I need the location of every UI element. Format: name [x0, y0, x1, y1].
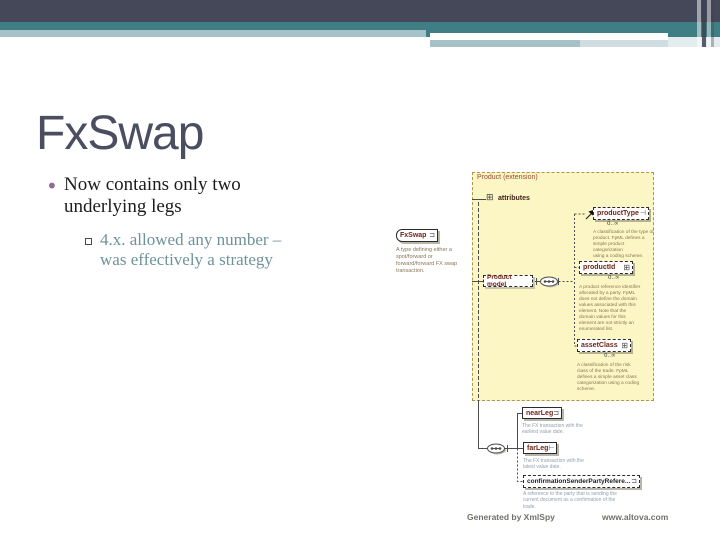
attributes-label: attributes: [498, 195, 530, 202]
asset-class-label: assetClass: [581, 342, 618, 349]
near-leg-annotation: The FX transaction with the earliest val…: [522, 423, 583, 436]
confirmation-sender-party-reference-box: confirmationSenderPartyRefere... ⊐: [523, 475, 640, 488]
far-leg-label: farLeg: [527, 444, 549, 452]
product-id-box: productId ⊞: [579, 261, 633, 274]
banner-stripe-2: [702, 0, 706, 47]
bullet-text: Now contains only two underlying legs: [64, 174, 241, 218]
banner-stripe-1: [697, 0, 701, 47]
seq-dot: [494, 447, 498, 450]
attributes-expand-icon: ⊞: [486, 193, 494, 203]
asset-class-occurrence: 0..∞: [604, 353, 616, 359]
seq2-oval-shadow: [489, 445, 506, 455]
banner-stripe-3: [707, 0, 711, 47]
product-model-label: Product model: [487, 274, 512, 288]
banner-bar-light-right: [430, 40, 580, 47]
banner-bar-lighter-right: [580, 40, 668, 47]
expand-plus-icon: ⊞: [621, 340, 628, 350]
type-indicator-icon: ⊣: [639, 209, 646, 217]
product-id-annotation: A product reference identifier allocated…: [579, 285, 641, 332]
far-leg-box: farLeg ⊢: [523, 442, 557, 454]
fxswap-type-label: FxSwap: [400, 232, 427, 239]
product-model-box: Product model: [483, 274, 533, 288]
expand-plus-icon: ⊞: [623, 262, 630, 272]
product-type-occurrence: 0..∞: [607, 221, 619, 227]
seq-dot: [498, 447, 502, 450]
connector-trunk-lower: [478, 401, 487, 449]
seq-dot: [490, 447, 494, 450]
complex-content-icon: ⊐: [553, 408, 560, 417]
far-leg-marker-icon: ⊢: [548, 443, 555, 452]
far-leg-annotation: The FX transaction with the latest value…: [523, 458, 584, 471]
confirmation-sender-party-reference-label: confirmationSenderPartyRefere...: [527, 478, 631, 485]
bullet-marker: •: [46, 174, 58, 198]
confirmation-annotation: A reference to the party that is sending…: [523, 491, 617, 510]
banner-bar-faint-right: [668, 37, 720, 47]
fxswap-annotation: A type defining either a spot/forward or…: [396, 247, 458, 274]
website-text: www.altova.com: [602, 512, 669, 522]
fxswap-type-box: FxSwap ⊐: [396, 229, 438, 242]
sub-bullet-square-icon: [85, 238, 92, 245]
near-leg-label: nearLeg: [526, 409, 554, 417]
sub-bullet-text: 4.x. allowed any number – was effectivel…: [100, 230, 282, 270]
product-extension-group-label: Product (extension): [477, 174, 538, 181]
banner-bar-light-left: [0, 30, 426, 37]
product-type-annotation: A classification of the type of product.…: [593, 230, 654, 259]
asset-class-box: assetClass ⊞: [577, 339, 631, 352]
complex-content-icon: ⊐: [631, 477, 637, 485]
generated-by-text: Generated by XmlSpy: [467, 512, 555, 522]
product-id-label: productId: [583, 264, 616, 271]
banner-stripe-4: [711, 0, 714, 47]
near-leg-box: nearLeg ⊐: [522, 407, 562, 419]
product-type-label: productType: [597, 210, 639, 217]
product-type-box: productType ⊣: [593, 207, 649, 220]
banner-bar-white-right: [430, 33, 668, 37]
sequence-compositor-icon-2: [487, 443, 505, 454]
banner-bar-teal: [0, 22, 720, 33]
slide-title: FxSwap: [36, 107, 204, 160]
asset-class-annotation: A classification of the risk class of th…: [577, 363, 640, 392]
product-id-occurrence: 0..∞: [608, 275, 620, 281]
banner-bar-dark: [0, 0, 720, 22]
complex-content-icon: ⊐: [429, 231, 435, 239]
